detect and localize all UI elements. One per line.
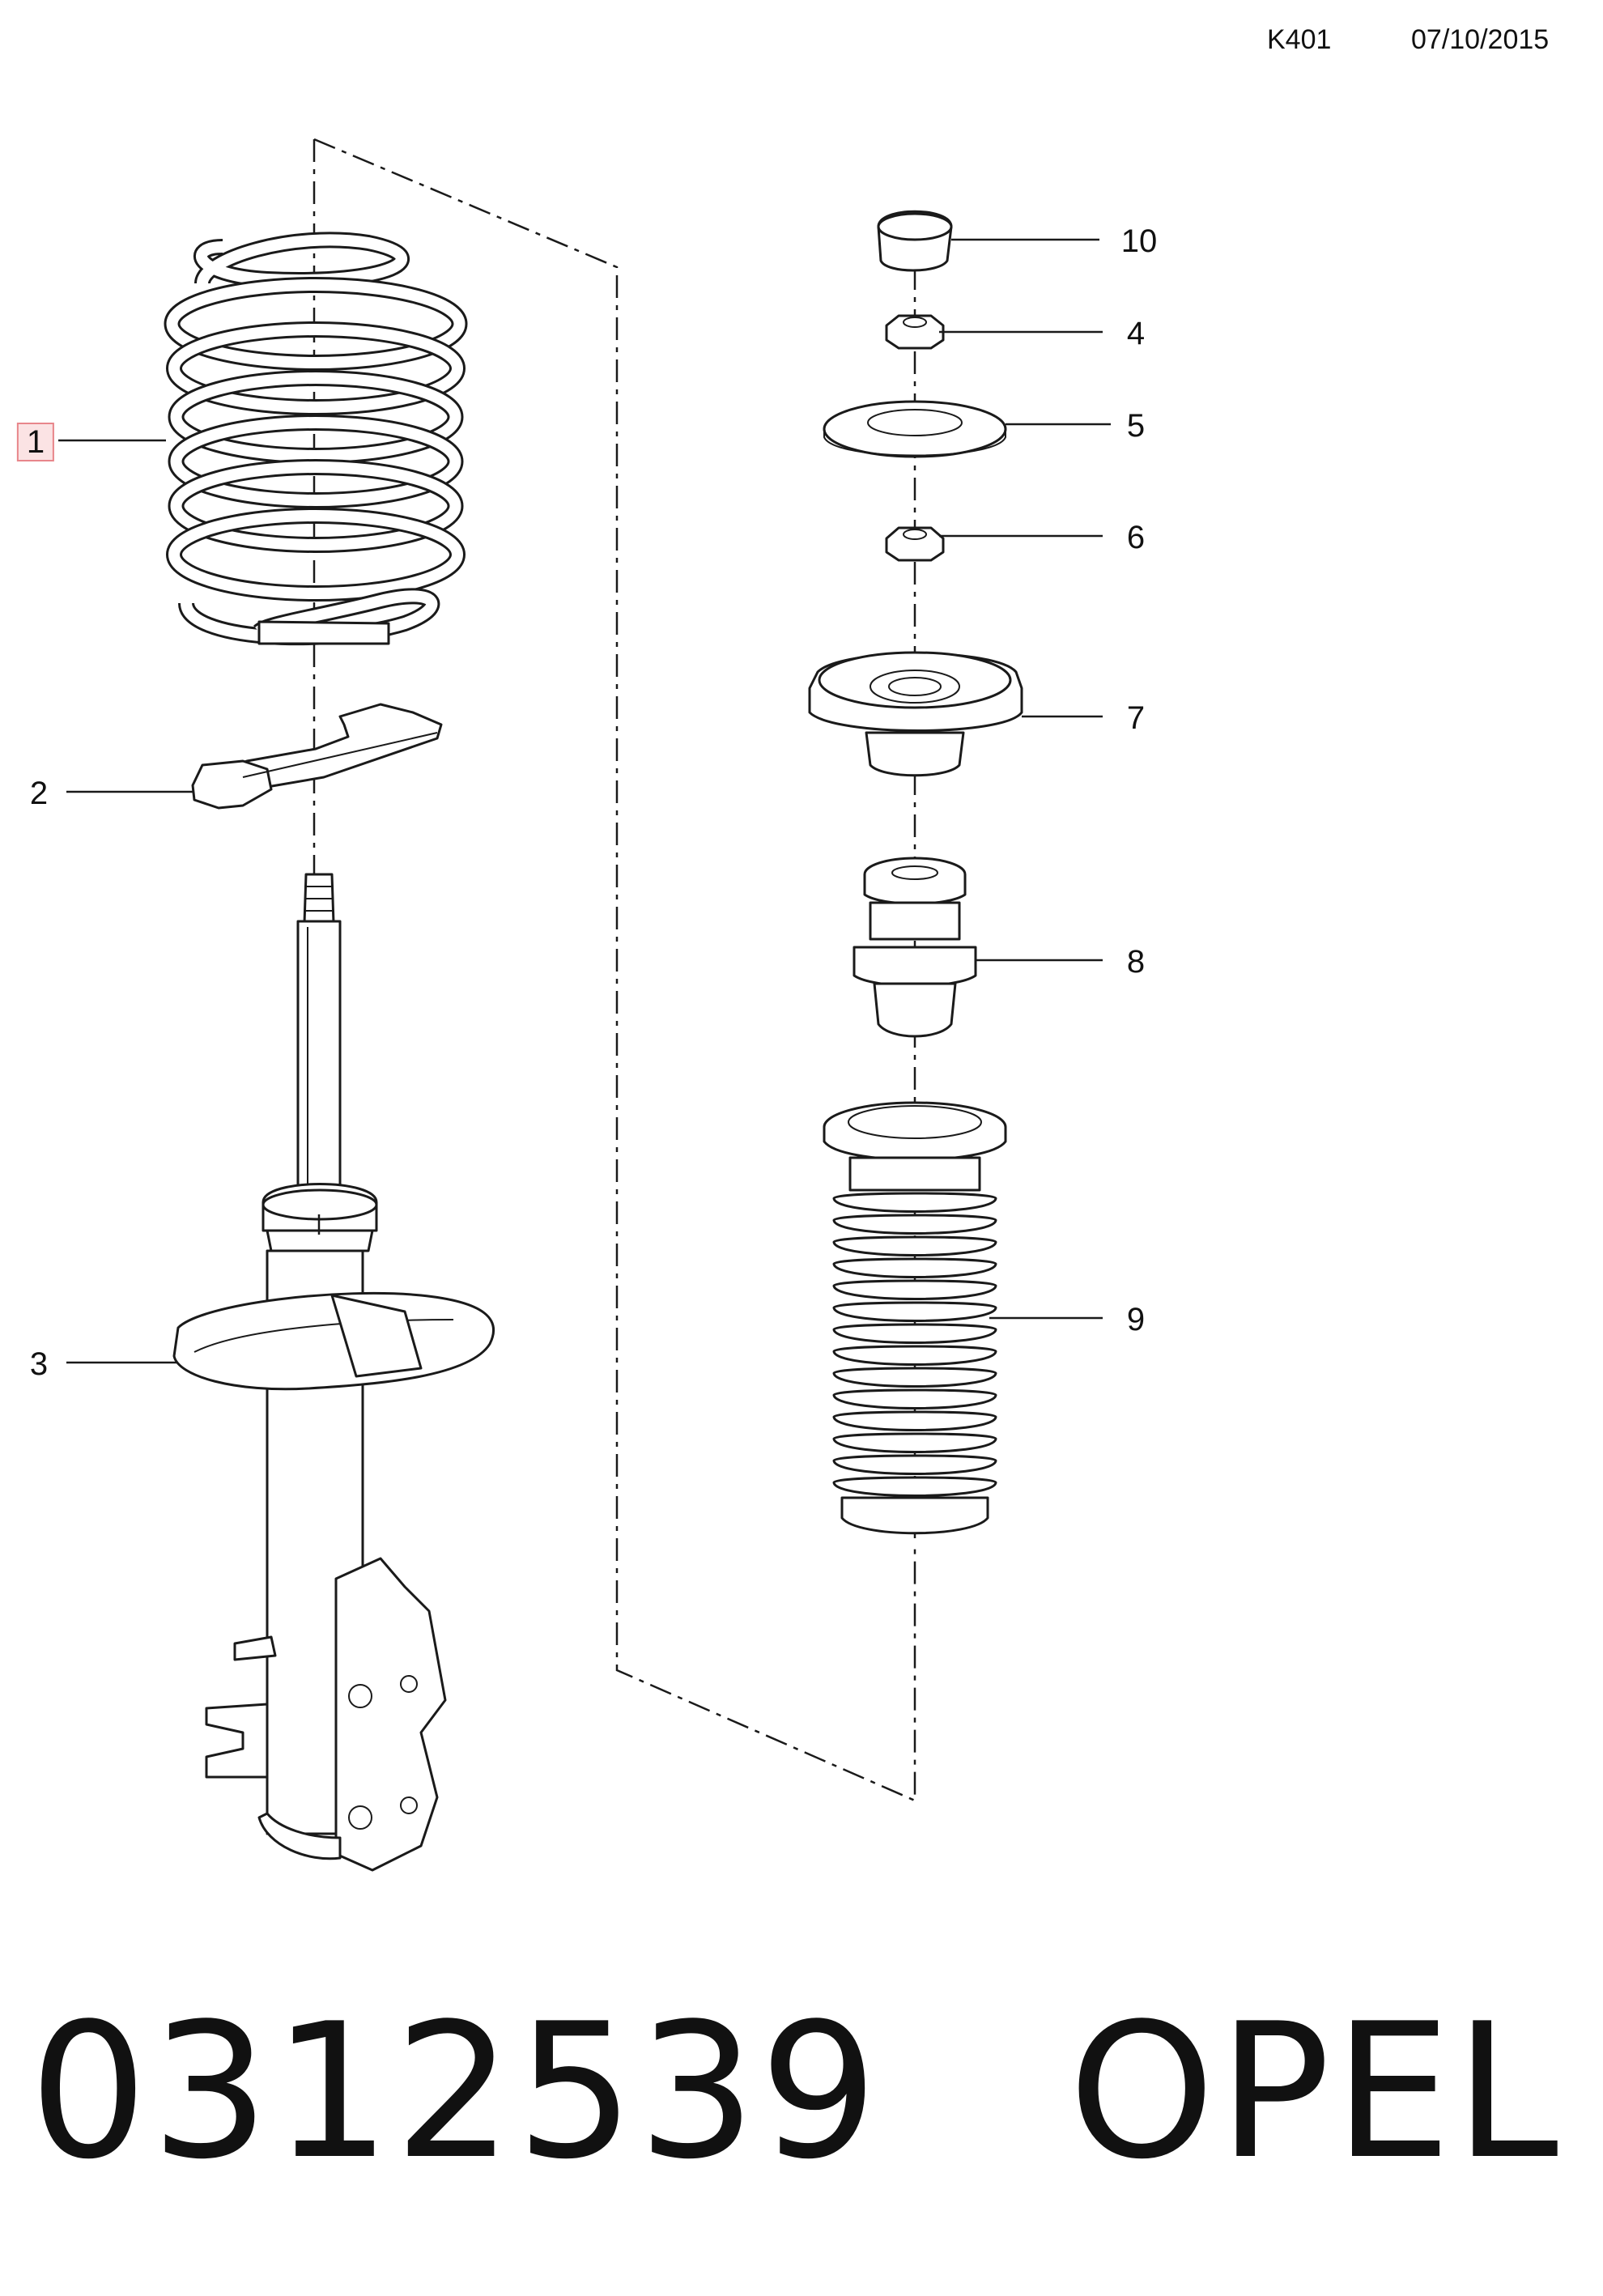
boot-pleat	[832, 1192, 997, 1213]
callout-label-10[interactable]: 10	[1120, 223, 1158, 259]
callout-label-1[interactable]: 1	[16, 423, 55, 461]
boot-pleat	[832, 1345, 997, 1366]
spring-coil-ring	[170, 372, 461, 461]
boot-pleat	[832, 1301, 997, 1322]
washer[interactable]	[823, 400, 1007, 458]
spring-coil-ring	[168, 510, 463, 599]
boot-pleat	[832, 1214, 997, 1235]
lower-nut[interactable]	[885, 526, 945, 562]
callout-label-4[interactable]: 4	[1126, 316, 1146, 351]
boot-pleat	[832, 1388, 997, 1409]
diagram-code: K401	[1267, 24, 1332, 55]
callout-label-6[interactable]: 6	[1126, 520, 1146, 555]
boot-pleat	[832, 1279, 997, 1300]
dust-cap[interactable]	[877, 210, 953, 272]
diagram-date: 07/10/2015	[1411, 24, 1550, 55]
boot-pleat	[832, 1235, 997, 1256]
boot-pleat	[832, 1323, 997, 1344]
strut-mount[interactable]	[808, 651, 1023, 777]
bump-stop[interactable]	[853, 857, 977, 1038]
shock-absorber-strut[interactable]	[172, 873, 495, 1872]
boot-pleat	[832, 1454, 997, 1475]
boot-pleat	[832, 1410, 997, 1431]
callout-label-8[interactable]: 8	[1126, 944, 1146, 980]
spring-coil-ring	[166, 279, 466, 368]
upper-nut[interactable]	[885, 314, 945, 350]
callout-leaders	[58, 238, 1111, 1364]
boot-pleat	[832, 1367, 997, 1388]
boot-pleat	[832, 1476, 997, 1497]
callout-label-3[interactable]: 3	[29, 1346, 49, 1382]
boot-pleat	[832, 1432, 997, 1453]
callout-label-2[interactable]: 2	[29, 776, 49, 811]
brand-name: OPEL	[1068, 1984, 1562, 2200]
spring-coil-ring	[170, 417, 461, 506]
callout-label-5[interactable]: 5	[1126, 408, 1146, 444]
part-number: 0312539	[29, 1984, 882, 2200]
spring-coil-ring	[168, 324, 463, 413]
dust-boot[interactable]	[823, 1101, 1007, 1535]
spring-coil-ring	[170, 461, 461, 551]
callout-label-7[interactable]: 7	[1126, 700, 1146, 736]
part-footer: 0312539 OPEL	[29, 2000, 1562, 2186]
boot-pleat	[832, 1257, 997, 1278]
spring-seat-insulator[interactable]	[191, 703, 443, 810]
callout-label-9[interactable]: 9	[1126, 1302, 1146, 1337]
assembly-frame	[313, 138, 916, 1802]
coil-spring[interactable]	[164, 232, 468, 646]
